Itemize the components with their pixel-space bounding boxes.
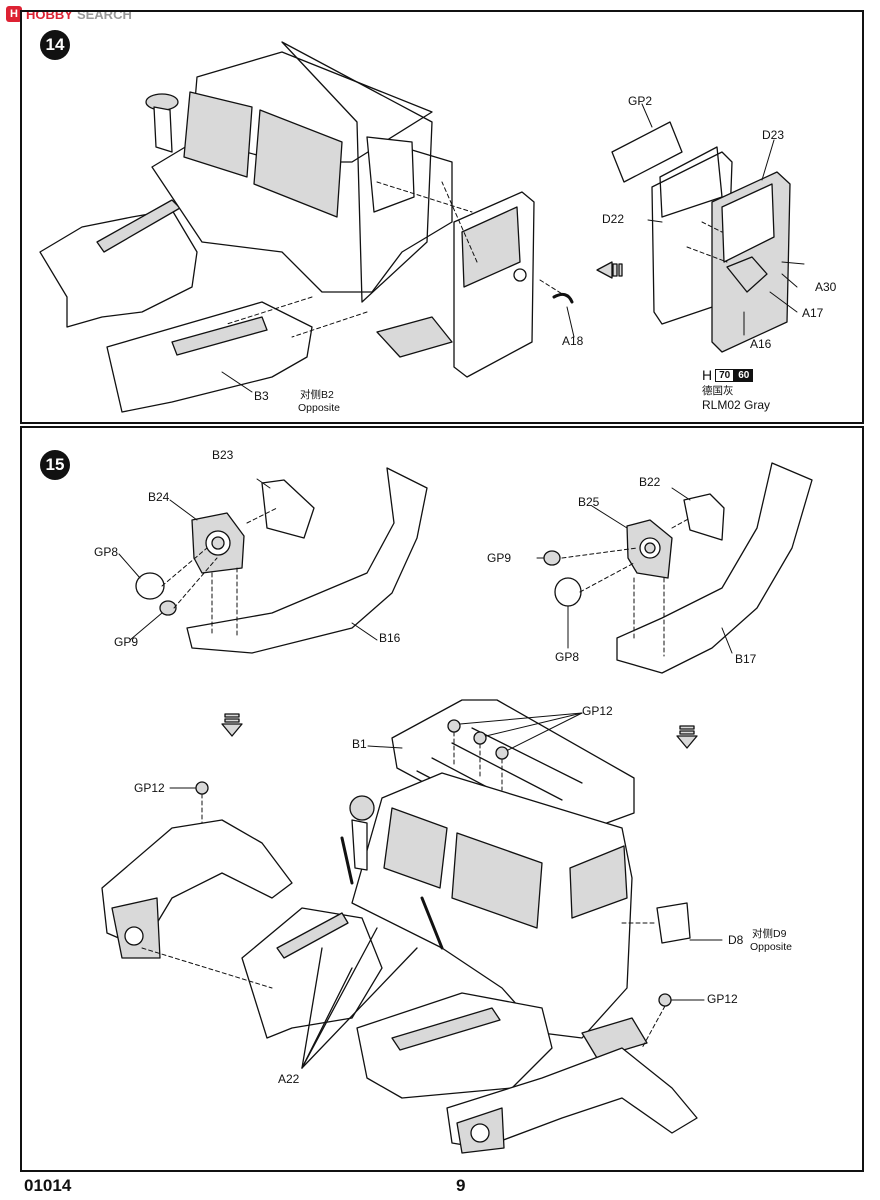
label-d23: D23 — [762, 128, 785, 142]
label-b16: B16 — [379, 631, 401, 645]
label-b24: B24 — [148, 490, 170, 504]
label-opposite-b2-cn: 对侧B2 — [300, 389, 334, 401]
label-gp2: GP2 — [628, 94, 653, 108]
a16-a17-linkage-drawing — [726, 256, 768, 293]
gp12-roof-3-drawing — [495, 746, 509, 760]
right-headlight-lens-drawing — [470, 1123, 490, 1143]
gp9-lens-right-drawing — [543, 550, 561, 566]
door-handle-drawing — [513, 268, 527, 282]
product-code: 01014 — [24, 1176, 72, 1195]
step-15-panel: 15 — [20, 426, 864, 1172]
b16-fender-strip-drawing — [186, 467, 428, 654]
right-grille-drawing — [391, 1007, 501, 1051]
gp9-lens-left-drawing — [159, 600, 177, 616]
left-headlight-lens-drawing — [124, 926, 144, 946]
d23-window-drawing — [721, 183, 775, 263]
down-arrow-left-drawing — [221, 713, 243, 737]
floor-grating-drawing — [376, 316, 453, 358]
label-d22: D22 — [602, 212, 625, 226]
gp8-lens-left-drawing — [135, 572, 165, 600]
paint-brand-letter: H — [702, 367, 713, 383]
cab-air-intake-cap-drawing — [349, 795, 375, 821]
paint-code-1: 70 — [715, 368, 735, 382]
b3-vents-drawing — [171, 316, 268, 356]
a22-leader-lines-drawing — [301, 927, 418, 1069]
label-a17: A17 — [802, 306, 824, 320]
cab-wiper-right-drawing — [420, 896, 444, 950]
cab-windshield-right-drawing — [451, 832, 543, 929]
label-gp12-roof: GP12 — [582, 704, 613, 718]
label-a16: A16 — [750, 337, 772, 351]
cab-windshield-left-drawing — [383, 807, 448, 889]
label-gp8-right: GP8 — [555, 650, 580, 664]
label-b22: B22 — [639, 475, 661, 489]
paint-name-cn: 德国灰 — [702, 385, 734, 397]
paint-name-en: RLM02 Gray — [702, 398, 771, 412]
windshield-left-drawing — [183, 91, 253, 178]
cab-wiper-left-drawing — [340, 836, 354, 885]
label-gp12-left: GP12 — [134, 781, 165, 795]
seat-drawing — [366, 136, 415, 213]
cab-air-intake-pipe-drawing — [351, 819, 368, 871]
step-15-number-badge: 15 — [40, 450, 70, 480]
cab-side-window-drawing — [569, 845, 628, 919]
label-d8: D8 — [728, 933, 744, 947]
gp12-left-drawing — [195, 781, 209, 795]
step-14-illustration — [39, 41, 805, 413]
page-number: 9 — [456, 1176, 466, 1195]
label-gp9-right: GP9 — [487, 551, 512, 565]
b22-plate-drawing — [683, 493, 725, 541]
gp8-lens-right-drawing — [554, 577, 582, 607]
air-intake-pipe-drawing — [153, 106, 173, 153]
gp12-roof-1-drawing — [447, 719, 461, 733]
cab-rear-wall-drawing — [281, 41, 433, 303]
gp12-right-drawing — [658, 993, 672, 1007]
label-opposite-b2-en: Opposite — [298, 402, 341, 414]
cab-floor-grating-drawing — [581, 1017, 648, 1059]
down-arrow-right-drawing — [676, 725, 698, 749]
label-a18: A18 — [562, 334, 584, 348]
door-window-drawing — [461, 206, 521, 288]
label-opposite-d9-en: Opposite — [750, 941, 793, 953]
label-a22: A22 — [278, 1072, 300, 1086]
right-fender-panel-drawing — [356, 992, 553, 1099]
left-grille-drawing — [276, 912, 349, 959]
gp2-window-drawing — [611, 121, 683, 183]
label-a30: A30 — [815, 280, 837, 294]
paint-code-2: 60 — [734, 368, 754, 382]
b23-plate-drawing — [261, 479, 315, 539]
paint-code-badge: H 70 60 — [702, 367, 754, 383]
b3-panel-drawing — [106, 301, 313, 413]
label-gp9-left: GP9 — [114, 635, 139, 649]
watermark-logo-icon: H — [6, 6, 22, 22]
a18-handle-drawing — [552, 292, 574, 304]
label-b23: B23 — [212, 448, 234, 462]
gp12-roof-2-drawing — [473, 731, 487, 745]
b17-fender-strip-drawing — [616, 462, 813, 674]
windshield-right-drawing — [253, 109, 343, 218]
label-gp8-left: GP8 — [94, 545, 119, 559]
step-14-number-badge: 14 — [40, 30, 70, 60]
label-b25: B25 — [578, 495, 600, 509]
label-gp12-right: GP12 — [707, 992, 738, 1006]
label-opposite-d9-cn: 对侧D9 — [752, 928, 787, 940]
d8-step-drawing — [656, 902, 691, 944]
air-intake-cap-drawing — [145, 93, 179, 111]
left-fender-drawing — [39, 209, 198, 328]
label-b1: B1 — [352, 737, 367, 751]
left-fender-panel-drawing — [241, 907, 383, 1039]
step-arrow-drawing — [596, 261, 623, 279]
step-15-illustration — [101, 462, 813, 1154]
step-14-panel: 14 — [20, 10, 864, 424]
label-b17: B17 — [735, 652, 757, 666]
label-b3: B3 — [254, 389, 269, 403]
